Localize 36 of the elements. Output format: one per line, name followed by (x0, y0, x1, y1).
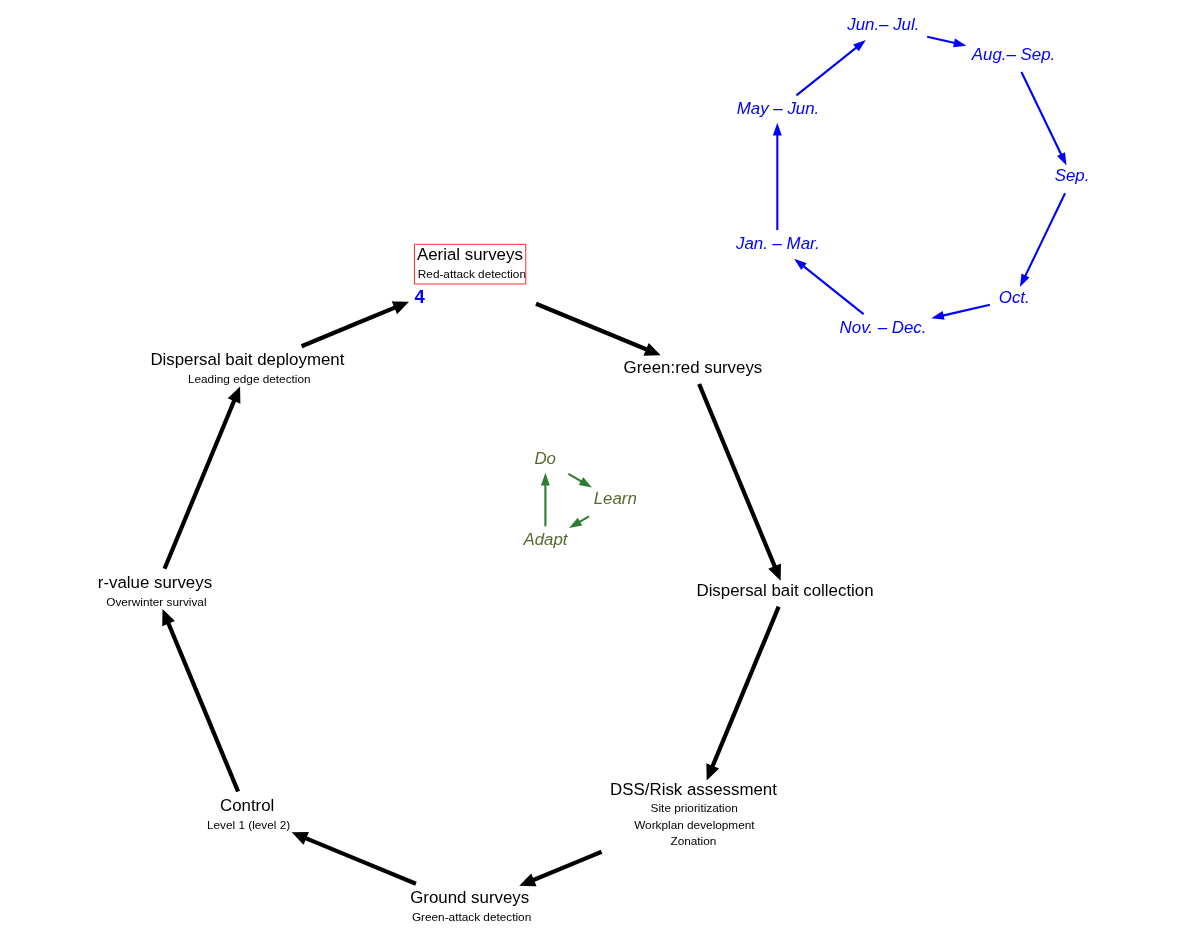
arrow (300, 301, 409, 349)
arrow (1020, 71, 1067, 166)
arrow (567, 472, 592, 488)
node-text: Oct. (998, 287, 1030, 307)
arrow (931, 303, 991, 320)
arrow (926, 35, 967, 48)
node-text: Adapt (523, 529, 568, 549)
arrow (794, 258, 865, 315)
arrow (795, 40, 866, 97)
node-text: Sep. (1054, 166, 1090, 186)
node-text: Dispersal bait collection (696, 580, 874, 600)
arrow (540, 472, 550, 527)
node-text: Learn (593, 489, 637, 509)
node-text: Jan. – Mar. (735, 233, 820, 253)
node-text: Aug.– Sep. (971, 44, 1056, 64)
arrow (162, 386, 241, 570)
arrow (706, 605, 781, 781)
arrow (535, 301, 661, 356)
arrow (772, 122, 782, 231)
node-text: Green:red surveys (623, 357, 763, 377)
node-text: r-value surveys Overwinter survival (97, 572, 213, 609)
node-text: Nov. – Dec. (839, 317, 927, 337)
arrow (162, 609, 240, 793)
arrow (291, 832, 417, 886)
node-text: Control Level 1 (level 2) (206, 795, 291, 832)
node-text: Dispersal bait deployment Leading edge detection (150, 350, 345, 387)
node-text: May – Jun. (736, 98, 820, 118)
node-label: 4 (414, 286, 425, 308)
arrow (569, 515, 590, 528)
node-text: DSS/Risk assessment Site prioritization Workplan development Zonation (610, 779, 777, 848)
arrow (519, 849, 603, 887)
node-text: Ground surveys Green-attack detection (410, 887, 532, 924)
node-text: Do (534, 448, 556, 468)
arrow (697, 383, 781, 581)
node-text: Jun.– Jul. (847, 14, 920, 34)
arrow (1019, 192, 1067, 287)
